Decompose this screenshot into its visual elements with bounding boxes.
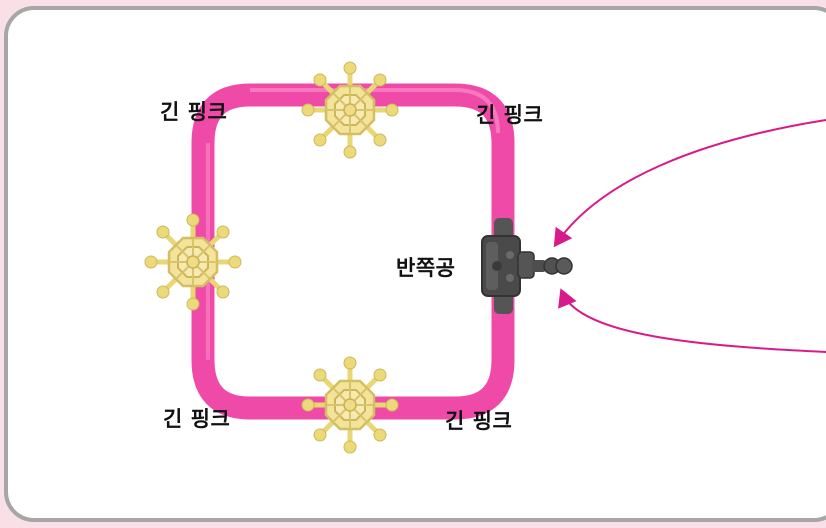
yellow-connector-top: [302, 62, 398, 158]
half-ball-connector: [482, 218, 572, 314]
label-half-ball: 반쪽공: [396, 252, 455, 282]
yellow-connector-left: [145, 214, 241, 310]
arrow-lower: [562, 292, 826, 352]
label-top-left: 긴 핑크: [160, 96, 227, 126]
arrow-upper: [556, 120, 826, 244]
label-top-right: 긴 핑크: [476, 99, 543, 129]
label-bottom-left: 긴 핑크: [163, 403, 230, 433]
label-bottom-right: 긴 핑크: [445, 405, 512, 435]
yellow-connector-bottom: [302, 357, 398, 453]
